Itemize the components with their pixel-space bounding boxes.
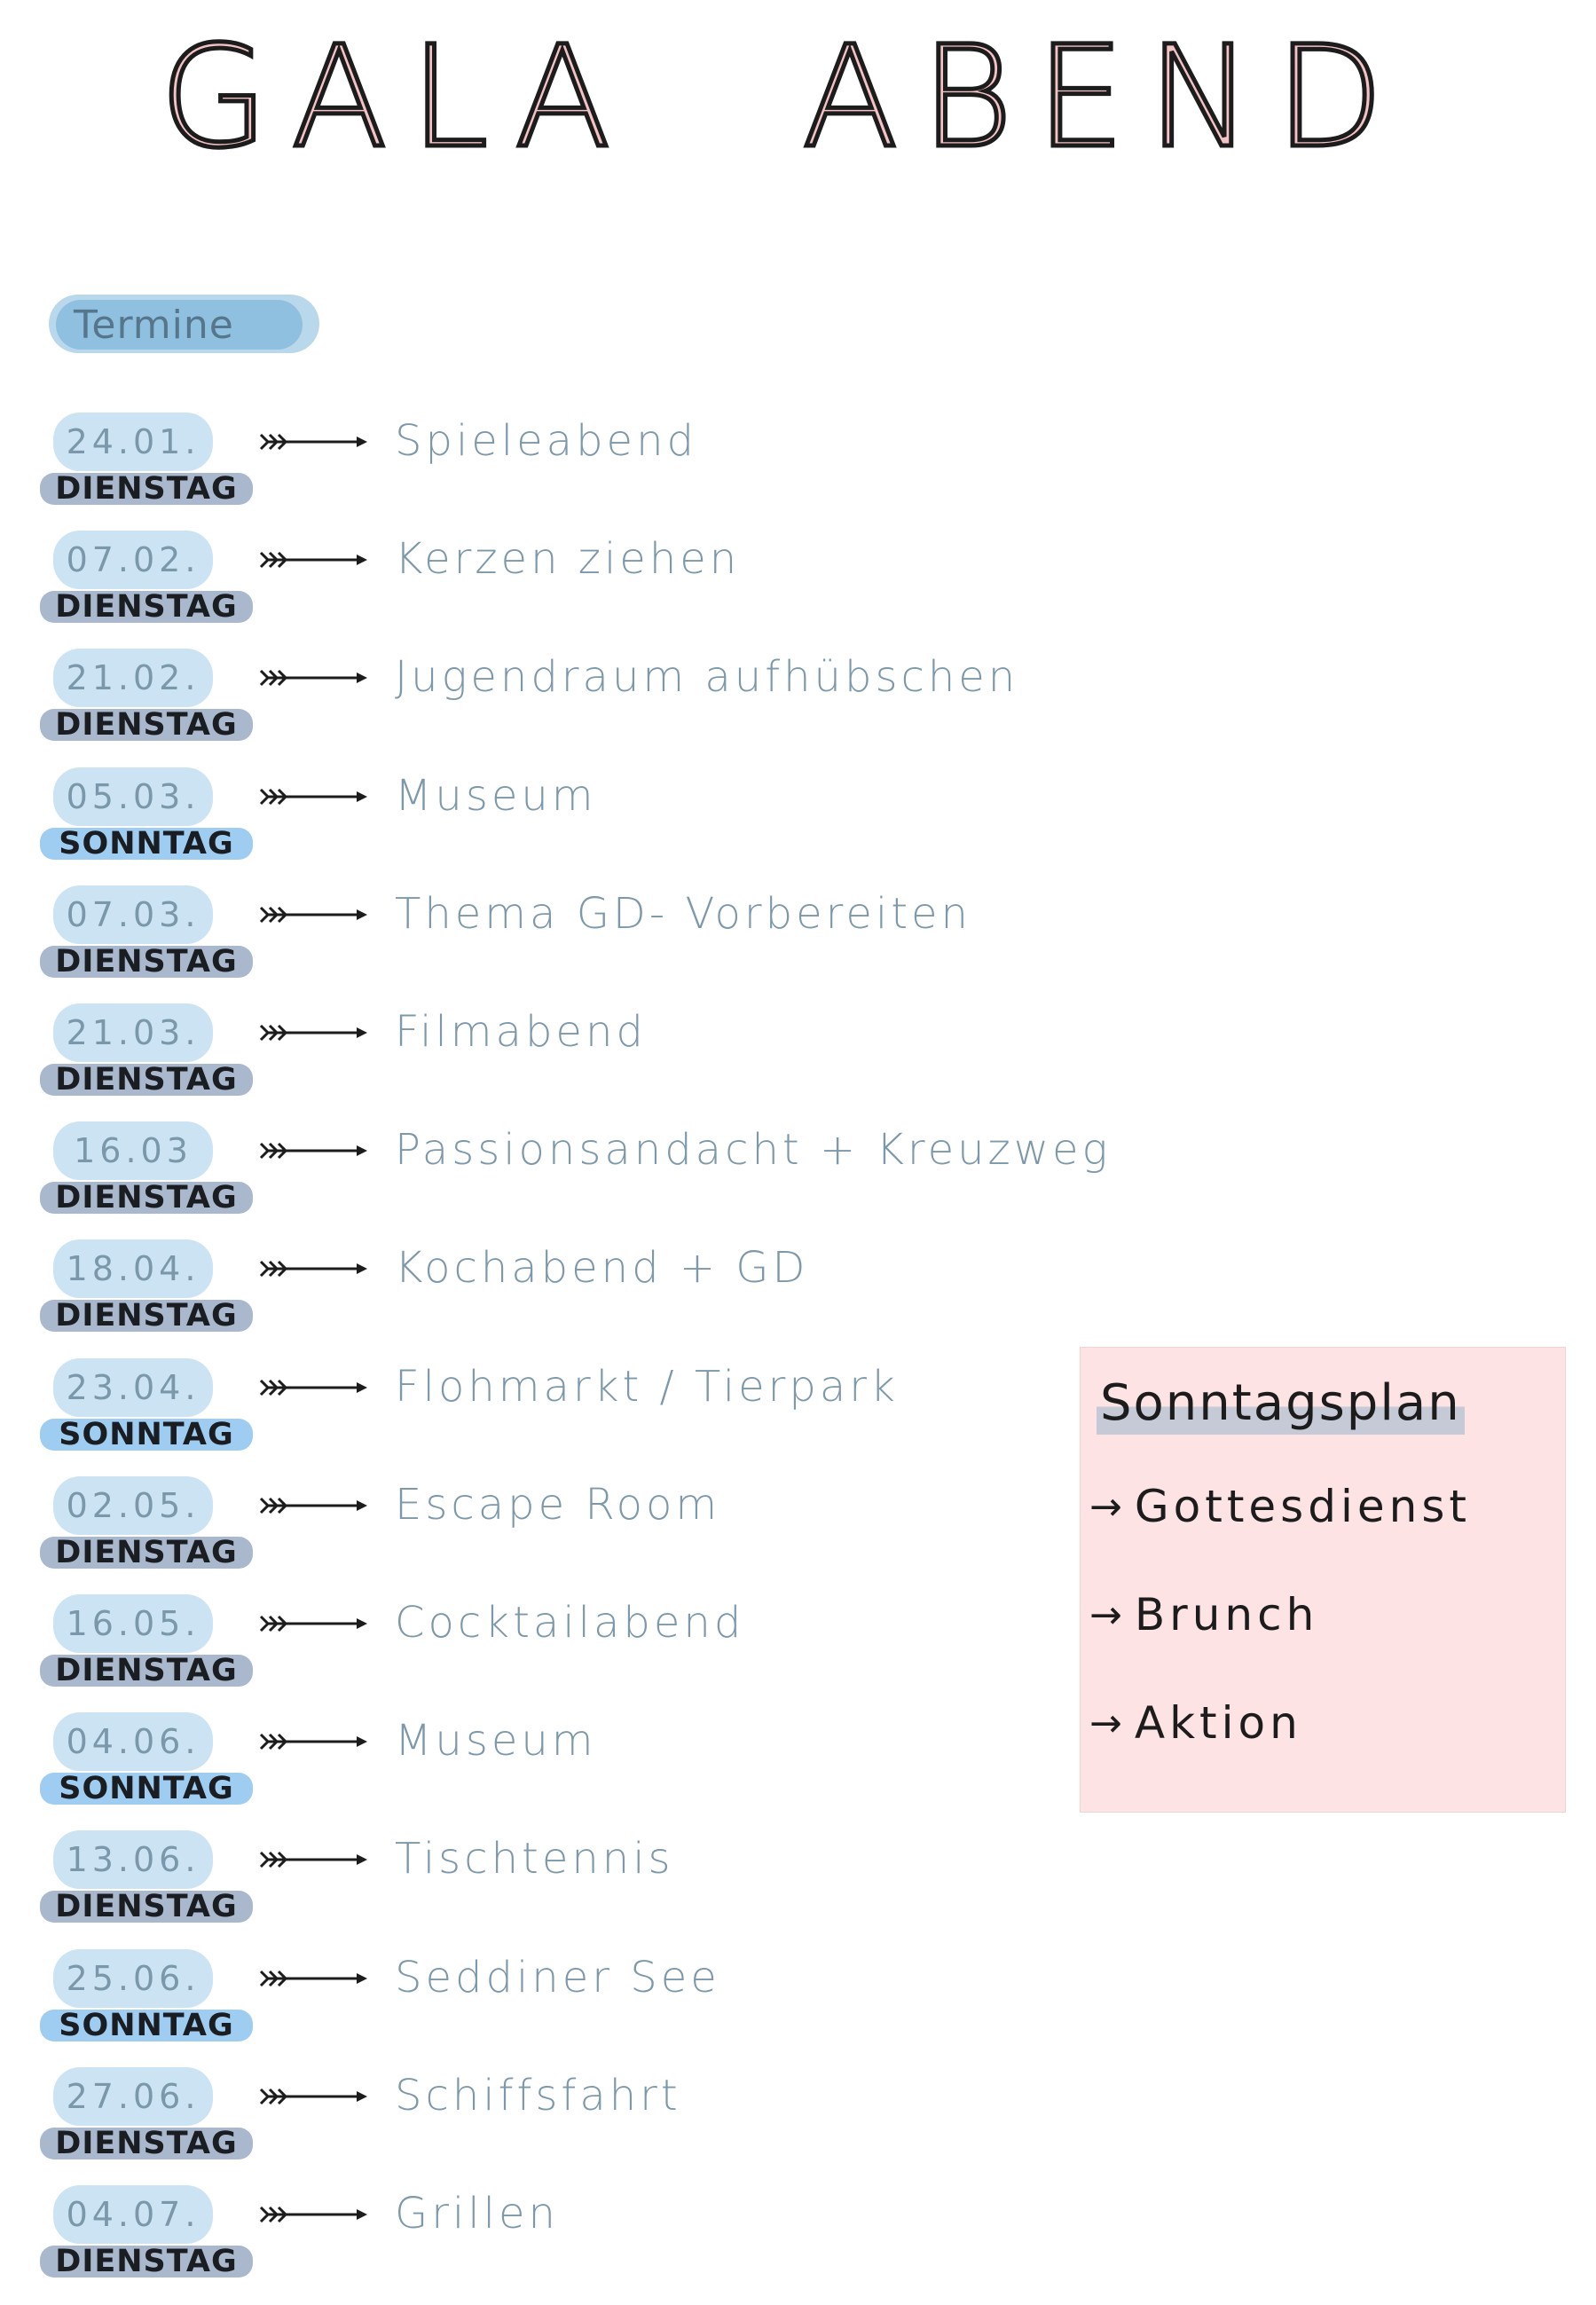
arrow-right-icon bbox=[259, 551, 367, 569]
event-row: 25.06.SONNTAG Seddiner See bbox=[0, 1949, 1109, 2047]
arrow-right-icon bbox=[259, 788, 367, 806]
termine-label: Termine bbox=[56, 300, 303, 350]
event-title: Grillen bbox=[395, 2189, 559, 2238]
event-title: Museum bbox=[395, 1716, 597, 1766]
arrow-right-icon bbox=[259, 1379, 367, 1396]
termine-badge: Termine bbox=[49, 295, 319, 353]
page-title: GALA ABEND bbox=[157, 16, 1402, 179]
arrow-right-icon: → bbox=[1089, 1483, 1122, 1530]
event-title: Tischtennis bbox=[395, 1834, 674, 1884]
event-weekday: DIENSTAG bbox=[40, 944, 253, 979]
event-weekday: SONNTAG bbox=[40, 1771, 253, 1806]
event-row: 07.03.DIENSTAG Thema GD- Vorbereiten bbox=[0, 885, 1109, 983]
event-weekday: DIENSTAG bbox=[40, 2126, 253, 2161]
event-weekday: SONNTAG bbox=[40, 1417, 253, 1452]
event-date: 23.04. bbox=[53, 1358, 213, 1417]
event-row: 21.02.DIENSTAG Jugendraum aufhübschen bbox=[0, 649, 1109, 746]
event-date: 04.06. bbox=[53, 1712, 213, 1771]
arrow-right-icon bbox=[259, 1970, 367, 1987]
sunday-plan-item-label: Brunch bbox=[1134, 1589, 1319, 1640]
event-title: Flohmarkt / Tierpark bbox=[395, 1362, 899, 1412]
event-date: 21.03. bbox=[53, 1003, 213, 1062]
sunday-plan-item: → Gottesdienst bbox=[1089, 1481, 1471, 1532]
event-date: 24.01. bbox=[53, 413, 213, 471]
event-row: 23.04.SONNTAG Flohmarkt / Tierpark bbox=[0, 1358, 1109, 1456]
event-title: Jugendraum aufhübschen bbox=[395, 652, 1019, 702]
arrow-right-icon: → bbox=[1089, 1592, 1122, 1638]
sunday-plan-item: → Aktion bbox=[1089, 1697, 1302, 1749]
event-date: 07.02. bbox=[53, 531, 213, 589]
event-title: Spieleabend bbox=[395, 416, 697, 466]
event-weekday: DIENSTAG bbox=[40, 1653, 253, 1688]
event-date: 16.03 bbox=[53, 1121, 213, 1180]
sunday-plan-box: Sonntagsplan → Gottesdienst → Brunch → A… bbox=[1080, 1347, 1566, 1813]
event-date: 05.03. bbox=[53, 767, 213, 826]
event-date: 02.05. bbox=[53, 1476, 213, 1535]
sunday-plan-item-label: Aktion bbox=[1134, 1697, 1302, 1749]
event-title: Kochabend + GD bbox=[395, 1243, 809, 1293]
event-row: 04.07.DIENSTAG Grillen bbox=[0, 2185, 1109, 2283]
event-title: Escape Room bbox=[395, 1480, 721, 1530]
event-date: 27.06. bbox=[53, 2067, 213, 2126]
event-weekday: DIENSTAG bbox=[40, 1062, 253, 1097]
event-weekday: DIENSTAG bbox=[40, 2244, 253, 2279]
event-row: 16.05.DIENSTAG Cocktailabend bbox=[0, 1594, 1109, 1692]
arrow-right-icon bbox=[259, 906, 367, 924]
event-weekday: DIENSTAG bbox=[40, 1180, 253, 1215]
event-row: 18.04.DIENSTAG Kochabend + GD bbox=[0, 1239, 1109, 1337]
title-word-abend: ABEND bbox=[800, 16, 1407, 179]
event-row: 24.01.DIENSTAG Spieleabend bbox=[0, 413, 1109, 510]
sunday-plan-item: → Brunch bbox=[1089, 1589, 1318, 1640]
event-date: 13.06. bbox=[53, 1830, 213, 1889]
arrow-right-icon bbox=[259, 1142, 367, 1160]
event-date: 07.03. bbox=[53, 885, 213, 944]
event-weekday: DIENSTAG bbox=[40, 471, 253, 507]
arrow-right-icon bbox=[259, 1733, 367, 1750]
arrow-right-icon bbox=[259, 1615, 367, 1632]
arrow-right-icon bbox=[259, 1851, 367, 1868]
event-row: 21.03.DIENSTAG Filmabend bbox=[0, 1003, 1109, 1101]
arrow-right-icon bbox=[259, 433, 367, 451]
arrow-right-icon: → bbox=[1089, 1700, 1122, 1746]
event-title: Filmabend bbox=[395, 1007, 647, 1057]
event-row: 04.06.SONNTAG Museum bbox=[0, 1712, 1109, 1810]
event-row: 05.03.SONNTAG Museum bbox=[0, 767, 1109, 865]
event-date: 25.06. bbox=[53, 1949, 213, 2008]
event-weekday: SONNTAG bbox=[40, 826, 253, 861]
event-date: 16.05. bbox=[53, 1594, 213, 1653]
event-title: Passionsandacht + Kreuzweg bbox=[395, 1125, 1112, 1175]
arrow-right-icon bbox=[259, 1260, 367, 1278]
sunday-plan-title: Sonntagsplan bbox=[1097, 1373, 1465, 1435]
event-weekday: DIENSTAG bbox=[40, 589, 253, 625]
arrow-right-icon bbox=[259, 669, 367, 687]
event-weekday: DIENSTAG bbox=[40, 707, 253, 743]
event-date: 04.07. bbox=[53, 2185, 213, 2244]
event-weekday: SONNTAG bbox=[40, 2008, 253, 2043]
event-title: Thema GD- Vorbereiten bbox=[395, 889, 971, 939]
event-date: 18.04. bbox=[53, 1239, 213, 1298]
arrow-right-icon bbox=[259, 2206, 367, 2223]
event-date: 21.02. bbox=[53, 649, 213, 707]
event-title: Museum bbox=[395, 771, 597, 821]
arrow-right-icon bbox=[259, 2088, 367, 2105]
event-weekday: DIENSTAG bbox=[40, 1298, 253, 1333]
arrow-right-icon bbox=[259, 1497, 367, 1514]
event-row: 07.02.DIENSTAG Kerzen ziehen bbox=[0, 531, 1109, 628]
event-title: Schiffsfahrt bbox=[395, 2071, 681, 2120]
event-weekday: DIENSTAG bbox=[40, 1889, 253, 1924]
event-weekday: DIENSTAG bbox=[40, 1535, 253, 1570]
event-title: Seddiner See bbox=[395, 1953, 720, 2002]
event-title: Cocktailabend bbox=[395, 1598, 745, 1648]
arrow-right-icon bbox=[259, 1024, 367, 1042]
event-title: Kerzen ziehen bbox=[395, 534, 741, 584]
event-row: 13.06.DIENSTAG Tischtennis bbox=[0, 1830, 1109, 1928]
sunday-plan-item-label: Gottesdienst bbox=[1134, 1481, 1471, 1532]
event-row: 02.05.DIENSTAG Escape Room bbox=[0, 1476, 1109, 1574]
event-row: 27.06.DIENSTAG Schiffsfahrt bbox=[0, 2067, 1109, 2165]
title-word-gala: GALA bbox=[157, 16, 634, 179]
